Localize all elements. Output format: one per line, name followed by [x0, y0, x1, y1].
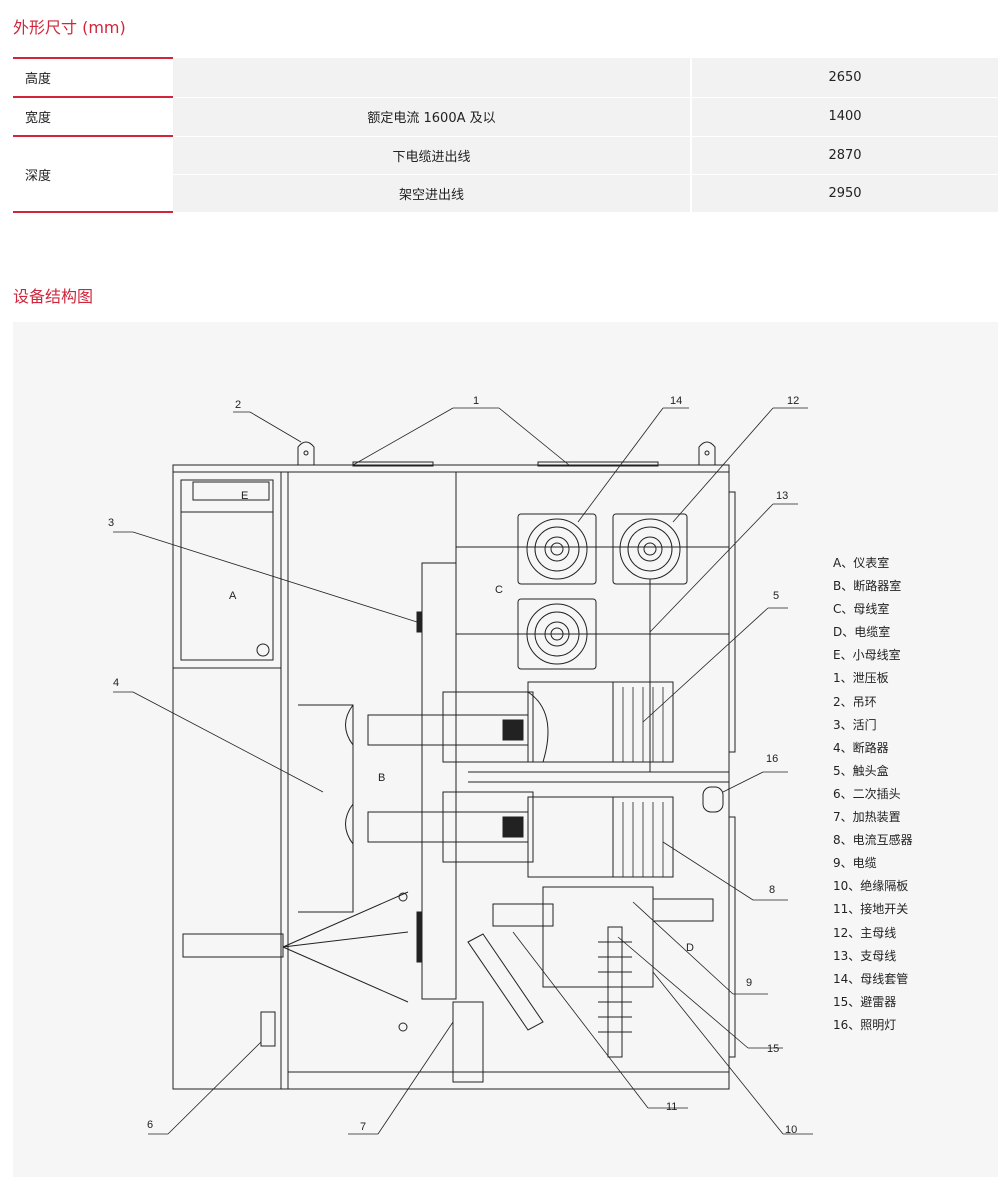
instrument-room — [172, 471, 282, 669]
legend-item: 7、加热装置 — [833, 810, 901, 825]
row-condition: 下电缆进出线 — [173, 136, 691, 175]
legend-item: B、断路器室 — [833, 579, 902, 594]
callout-number: 11 — [666, 1101, 677, 1113]
callout-number: 16 — [766, 753, 778, 765]
callout-number: 7 — [360, 1121, 366, 1133]
callout-number: 12 — [787, 395, 799, 407]
contact-box-upper — [527, 681, 674, 763]
structure-title: 设备结构图 — [13, 287, 94, 306]
earthing-switch — [467, 933, 544, 1031]
secondary-plug — [260, 1011, 276, 1047]
callout-number: 5 — [773, 590, 779, 602]
busbar-bushing-3 — [517, 598, 597, 670]
lifting-ring-right — [698, 441, 716, 465]
table-row: 架空进出线 2950 — [13, 174, 998, 213]
callout-number: 8 — [769, 884, 775, 896]
legend-item: 16、照明灯 — [833, 1017, 897, 1032]
lifting-ring-left — [297, 441, 315, 465]
legend-item: 8、电流互感器 — [833, 833, 913, 848]
table-row: 宽度 额定电流 1600A 及以 1400 — [13, 96, 998, 137]
callout-number: 10 — [785, 1124, 797, 1136]
legend-item: 6、二次插头 — [833, 786, 901, 801]
small-busbar-room-box — [192, 481, 270, 501]
switchgear-drawing: E A B C D 1 2 3 4 5 6 7 8 9 10 11 12 13 … — [108, 395, 813, 1136]
callout-number: 2 — [235, 399, 241, 411]
compartment-label: B — [378, 772, 385, 784]
legend-item: 5、触头盒 — [833, 763, 889, 778]
compartment-label: D — [686, 942, 694, 954]
row-label: 深度 — [13, 135, 173, 213]
callout-number: 13 — [776, 490, 788, 502]
callout-number: 6 — [147, 1119, 153, 1131]
busbar-bushing-1 — [517, 513, 597, 585]
row-condition: 额定电流 1600A 及以 — [173, 97, 691, 137]
structure-legend: A、仪表室 B、断路器室 C、母线室 D、电缆室 E、小母线室 1、泄压板 2、… — [833, 552, 913, 1037]
callout-number: 14 — [670, 395, 682, 407]
lighting-lamp — [702, 786, 724, 813]
compartment-label: C — [495, 584, 503, 596]
dimensions-table: 高度 2650 宽度 额定电流 1600A 及以 1400 深度 下电缆进出线 … — [13, 57, 998, 213]
table-row: 深度 下电缆进出线 2870 — [13, 135, 998, 213]
row-label: 宽度 — [13, 96, 173, 136]
legend-item: 15、避雷器 — [833, 994, 897, 1009]
row-condition: 架空进出线 — [173, 174, 691, 213]
contact-box-lower — [527, 796, 674, 878]
legend-item: 2、吊环 — [833, 694, 877, 709]
callout-number: 4 — [113, 677, 119, 689]
callout-number: 9 — [746, 977, 752, 989]
legend-item: D、电缆室 — [833, 625, 891, 640]
surge-arrester — [607, 926, 623, 1058]
legend-item: 4、断路器 — [833, 740, 889, 755]
compartment-label: A — [229, 590, 237, 602]
structure-diagram-panel: E A B C D 1 2 3 4 5 6 7 8 9 10 11 12 13 … — [13, 322, 998, 1177]
shutter-plate — [421, 562, 457, 1000]
busbar-bushing-2 — [612, 513, 688, 585]
legend-item: 3、活门 — [833, 717, 877, 732]
legend-item: 11、接地开关 — [833, 902, 909, 917]
row-value: 2950 — [690, 174, 998, 213]
row-value: 2650 — [690, 58, 998, 98]
row-value: 2870 — [690, 136, 998, 175]
dimensions-title: 外形尺寸 (mm) — [13, 18, 126, 37]
legend-item: 9、电缆 — [833, 856, 877, 871]
callout-number: 15 — [767, 1043, 779, 1055]
legend-item: A、仪表室 — [833, 556, 890, 570]
table-row: 高度 2650 — [13, 57, 998, 98]
legend-item: 14、母线套管 — [833, 971, 909, 986]
legend-item: E、小母线室 — [833, 648, 901, 663]
legend-item: 10、绝缘隔板 — [833, 879, 909, 894]
cabinet-outline — [172, 464, 730, 1090]
row-condition — [173, 58, 691, 98]
row-label: 高度 — [13, 57, 173, 97]
legend-item: C、母线室 — [833, 602, 890, 617]
row-value: 1400 — [690, 97, 998, 137]
callout-number: 1 — [473, 395, 479, 407]
breaker-body — [298, 704, 354, 913]
compartment-label: E — [241, 490, 248, 502]
legend-item: 1、泄压板 — [833, 671, 889, 686]
legend-item: 12、主母线 — [833, 925, 897, 940]
callout-number: 3 — [108, 517, 114, 529]
legend-item: 13、支母线 — [833, 948, 897, 963]
